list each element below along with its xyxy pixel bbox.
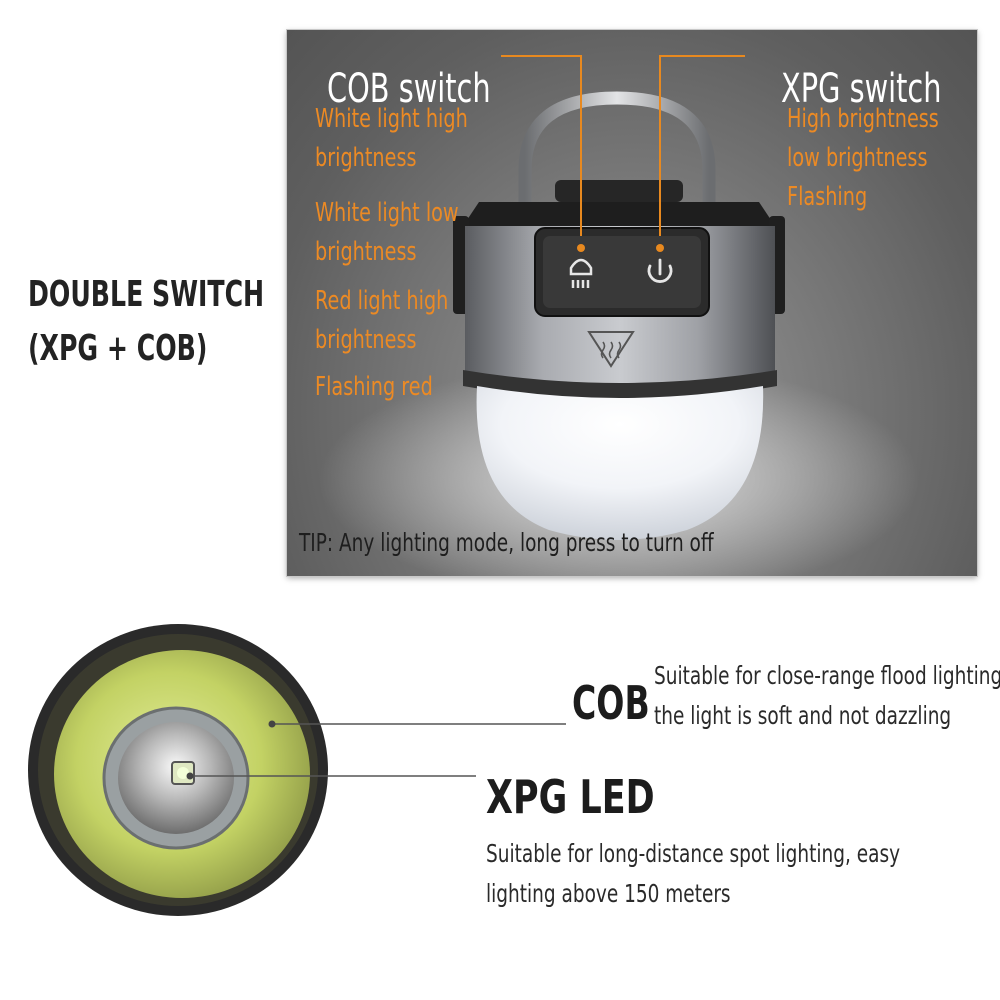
cob-switch-title: COB switch bbox=[327, 66, 491, 112]
closeup-leader-lines bbox=[190, 723, 566, 777]
lantern-illustration bbox=[319, 55, 919, 576]
power-icon[interactable] bbox=[647, 258, 673, 283]
top-cap bbox=[463, 202, 775, 226]
lantern-handle bbox=[518, 91, 716, 215]
xpg-mode-2: low brightness bbox=[787, 143, 928, 173]
tip-text: TIP: Any lighting mode, long press to tu… bbox=[299, 528, 714, 557]
cob-label: COB bbox=[572, 676, 650, 730]
leader-lines bbox=[501, 55, 745, 236]
switch-panel-inner bbox=[543, 236, 701, 308]
bottom-ring bbox=[463, 370, 777, 400]
xpg-indicator-dot bbox=[656, 244, 664, 252]
heading-line-1: DOUBLE SWITCH bbox=[28, 274, 265, 315]
xpg-mode-3: Flashing bbox=[787, 182, 868, 212]
cob-description: Suitable for close-range flood lighting,… bbox=[654, 661, 1000, 730]
led-closeup-illustration bbox=[28, 624, 566, 916]
cob-pointer-dot bbox=[268, 720, 276, 728]
heat-warning-icon bbox=[587, 331, 635, 368]
light-dome bbox=[476, 386, 764, 540]
cob-lamp-icon[interactable] bbox=[569, 258, 593, 288]
xpg-led-label: XPG LED bbox=[486, 770, 655, 824]
double-switch-heading: DOUBLE SWITCH (XPG + COB) bbox=[28, 268, 365, 376]
xpg-pointer-dot bbox=[186, 772, 194, 780]
cob-indicator-dot bbox=[577, 244, 585, 252]
heading-line-2: (XPG + COB) bbox=[28, 328, 208, 369]
xpg-chip-core bbox=[177, 767, 189, 779]
top-knob bbox=[555, 180, 683, 202]
xpg-mode-1: High brightness bbox=[787, 104, 939, 134]
xpg-description: Suitable for long-distance spot lighting… bbox=[486, 839, 901, 908]
cob-mode-4: Flashing red bbox=[315, 372, 433, 402]
xpg-switch-title: XPG switch bbox=[781, 66, 942, 112]
